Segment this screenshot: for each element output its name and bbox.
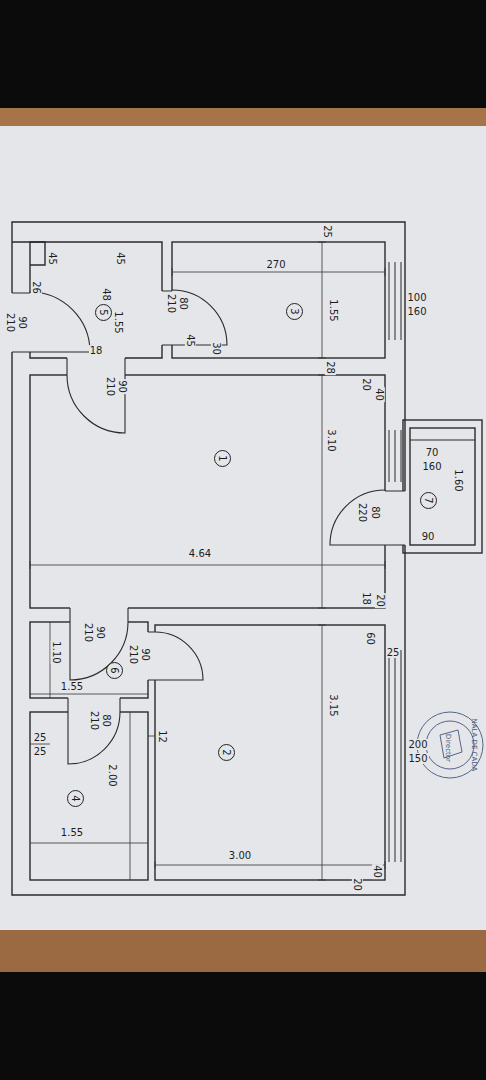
dimension-label: 90: [139, 647, 150, 662]
dimension-label: 1.55: [327, 298, 338, 322]
dimension-label: 90: [116, 379, 127, 394]
dimension-label: 80: [177, 296, 188, 311]
room-number: 1: [214, 450, 231, 467]
dimension-label: 160: [421, 461, 442, 472]
dimension-label: 210: [84, 621, 95, 642]
dimension-label: 30: [210, 341, 221, 356]
room-area: 1: [30, 375, 385, 608]
dimension-label: 90: [16, 315, 27, 330]
dimension-label: 48: [100, 287, 111, 302]
dimension-label: 3.15: [327, 693, 338, 717]
dimension-label: 60: [364, 631, 375, 646]
dimension-label: 12: [156, 729, 167, 744]
stamp-text: NALA DE CADA: [469, 718, 477, 773]
dimension-label: 40: [371, 864, 382, 879]
dimension-label: 100: [406, 292, 427, 303]
room-number: 3: [286, 303, 303, 320]
room-number: 7: [420, 492, 437, 509]
dimension-label: 270: [265, 259, 286, 270]
dimension-label: 80: [369, 505, 380, 520]
dimension-label: 90: [94, 625, 105, 640]
dimension-label: 210: [6, 311, 17, 332]
dimension-label: 1.55: [60, 681, 84, 692]
dimension-label: 80: [100, 713, 111, 728]
dimension-label: 3.10: [325, 428, 336, 452]
dimension-label: 25: [33, 732, 48, 743]
room-number: 4: [67, 790, 84, 807]
dimension-label: 160: [406, 306, 427, 317]
dimension-label: 18: [360, 591, 371, 606]
dimension-label: 210: [90, 709, 101, 730]
dimension-label: 70: [425, 447, 440, 458]
dimension-label: 2.00: [106, 763, 117, 787]
room-area: 2: [155, 625, 385, 880]
dimension-label: 220: [358, 501, 369, 522]
dimension-label: 90: [421, 531, 436, 542]
dimension-label: 26: [30, 280, 41, 295]
dimension-label: 200: [407, 739, 428, 750]
dimension-label: 18: [89, 345, 104, 356]
dimension-label: 210: [106, 375, 117, 396]
room-number: 6: [106, 662, 123, 679]
dimension-label: 1.55: [60, 827, 84, 838]
dimension-label: 25: [321, 224, 332, 239]
stamp-text: Director: [443, 733, 451, 763]
room-area: 7: [410, 428, 475, 545]
dimension-label: 28: [324, 360, 335, 375]
dimension-label: 1.55: [112, 310, 123, 334]
dimension-label: 3.00: [228, 850, 252, 861]
room-area: 4: [30, 712, 148, 880]
dimension-label: 45: [46, 251, 57, 266]
room-number: 5: [95, 304, 112, 321]
dimension-label: 210: [129, 643, 140, 664]
dimension-label: 1.10: [50, 640, 61, 664]
dimension-label: 40: [373, 387, 384, 402]
dimension-label: 45: [184, 333, 195, 348]
dimension-label: 210: [167, 292, 178, 313]
dimension-label: 25: [33, 746, 48, 757]
dimension-label: 45: [114, 251, 125, 266]
dimension-label: 1.60: [452, 468, 463, 492]
room-number: 2: [218, 744, 235, 761]
dimension-label: 20: [360, 377, 371, 392]
dimension-label: 20: [374, 593, 385, 608]
dimension-label: 25: [386, 647, 401, 658]
dimension-label: 20: [351, 877, 362, 892]
dimension-label: 4.64: [188, 548, 212, 559]
dimension-label: 150: [407, 753, 428, 764]
